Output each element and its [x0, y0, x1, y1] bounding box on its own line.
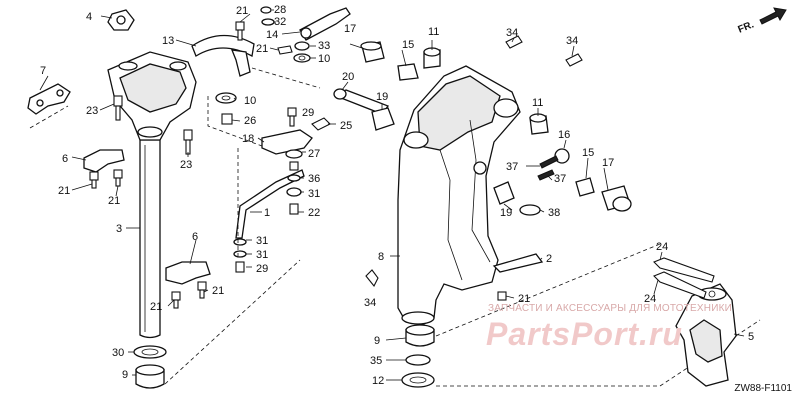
bracket-part-2 [492, 253, 544, 273]
callout-17: 17 [344, 23, 356, 35]
callout-29: 29 [302, 107, 314, 119]
callout-21: 21 [256, 43, 268, 55]
callout-13: 13 [162, 35, 174, 47]
bolt-parts-left [89, 95, 207, 309]
callout-27: 27 [308, 148, 320, 160]
callout-33: 33 [318, 40, 330, 52]
steering-shaft-part [139, 139, 161, 339]
callout-34: 34 [506, 27, 518, 39]
callout-31: 31 [256, 235, 268, 247]
callout-26: 26 [244, 115, 256, 127]
arc-bracket-part-13 [191, 34, 255, 77]
callout-9: 9 [374, 335, 380, 347]
bracket-part-6-lower [165, 261, 211, 285]
callout-37: 37 [554, 173, 566, 185]
washer-parts-center-top [215, 6, 311, 104]
callout-14: 14 [266, 29, 278, 41]
callout-16: 16 [558, 129, 570, 141]
bushing-parts-bottom [401, 324, 435, 388]
callout-25: 25 [340, 120, 352, 132]
callout-20: 20 [342, 71, 354, 83]
callout-28: 28 [274, 4, 286, 16]
callout-5: 5 [748, 331, 754, 343]
callout-34: 34 [566, 35, 578, 47]
bracket-part-7 [27, 83, 71, 115]
callout-15: 15 [402, 39, 414, 51]
callout-11: 11 [532, 97, 543, 109]
callout-11: 11 [428, 26, 439, 38]
swivel-case-part-8 [397, 65, 521, 325]
callout-1: 1 [264, 207, 270, 219]
callout-10: 10 [318, 53, 330, 65]
callout-8: 8 [378, 251, 384, 263]
callout-21: 21 [108, 195, 120, 207]
callout-29: 29 [256, 263, 268, 275]
callout-3: 3 [116, 223, 122, 235]
side-bracket-part-5 [675, 283, 737, 387]
callout-9: 9 [122, 369, 128, 381]
callout-6: 6 [62, 153, 68, 165]
callout-21: 21 [212, 285, 224, 297]
leader-lines-center [175, 9, 336, 268]
callout-21: 21 [236, 5, 248, 17]
callout-21: 21 [58, 185, 70, 197]
callout-34: 34 [364, 297, 376, 309]
callout-15: 15 [582, 147, 594, 159]
pin-parts-right [493, 148, 632, 216]
callout-21: 21 [150, 301, 162, 313]
callout-37: 37 [506, 161, 518, 173]
watermark-logo: PartsPort.ru [486, 316, 683, 352]
steering-head-bracket-part [107, 51, 197, 141]
callout-18: 18 [242, 133, 254, 145]
callout-35: 35 [370, 355, 382, 367]
washer-bushing-parts-left [133, 345, 167, 389]
callout-23: 23 [86, 105, 98, 117]
callout-10: 10 [244, 95, 256, 107]
callout-2: 2 [546, 253, 552, 265]
lever-part-14 [299, 7, 351, 41]
bolt-parts-right [653, 257, 715, 299]
callout-38: 38 [548, 207, 560, 219]
callout-4: 4 [86, 11, 92, 23]
callout-22: 22 [308, 207, 320, 219]
callout-7: 7 [40, 65, 46, 77]
callout-12: 12 [372, 375, 384, 387]
callout-24: 24 [656, 241, 668, 253]
callout-31: 31 [308, 188, 320, 200]
callout-23: 23 [180, 159, 192, 171]
callout-24: 24 [644, 293, 656, 305]
bolt-parts-case [365, 269, 507, 301]
callout-19: 19 [500, 207, 512, 219]
clamp-part-4 [107, 9, 135, 31]
drawing-code: ZW88-F1101 [734, 383, 792, 394]
callout-32: 32 [274, 16, 286, 28]
callout-labels: 4 7 23 23 6 21 21 3 6 21 21 30 9 21 28 3… [40, 4, 754, 387]
leader-lines-left [29, 15, 301, 385]
bushing-parts-top [333, 35, 583, 135]
watermark-text: ЗАПЧАСТИ И АКСЕССУАРЫ ДЛЯ МОТОТЕХНИКИ [488, 303, 733, 314]
callout-21: 21 [518, 293, 530, 305]
callout-17: 17 [602, 157, 614, 169]
bracket-part-6-upper [83, 149, 125, 173]
callout-19: 19 [376, 91, 388, 103]
callout-31: 31 [256, 249, 268, 261]
callout-36: 36 [308, 173, 320, 185]
callout-6: 6 [192, 231, 198, 243]
plate-part-18 [261, 129, 313, 155]
leader-lines-right [653, 251, 745, 337]
callout-30: 30 [112, 347, 124, 359]
front-direction-arrow-icon [759, 7, 787, 25]
bolt-parts-center [221, 21, 331, 273]
